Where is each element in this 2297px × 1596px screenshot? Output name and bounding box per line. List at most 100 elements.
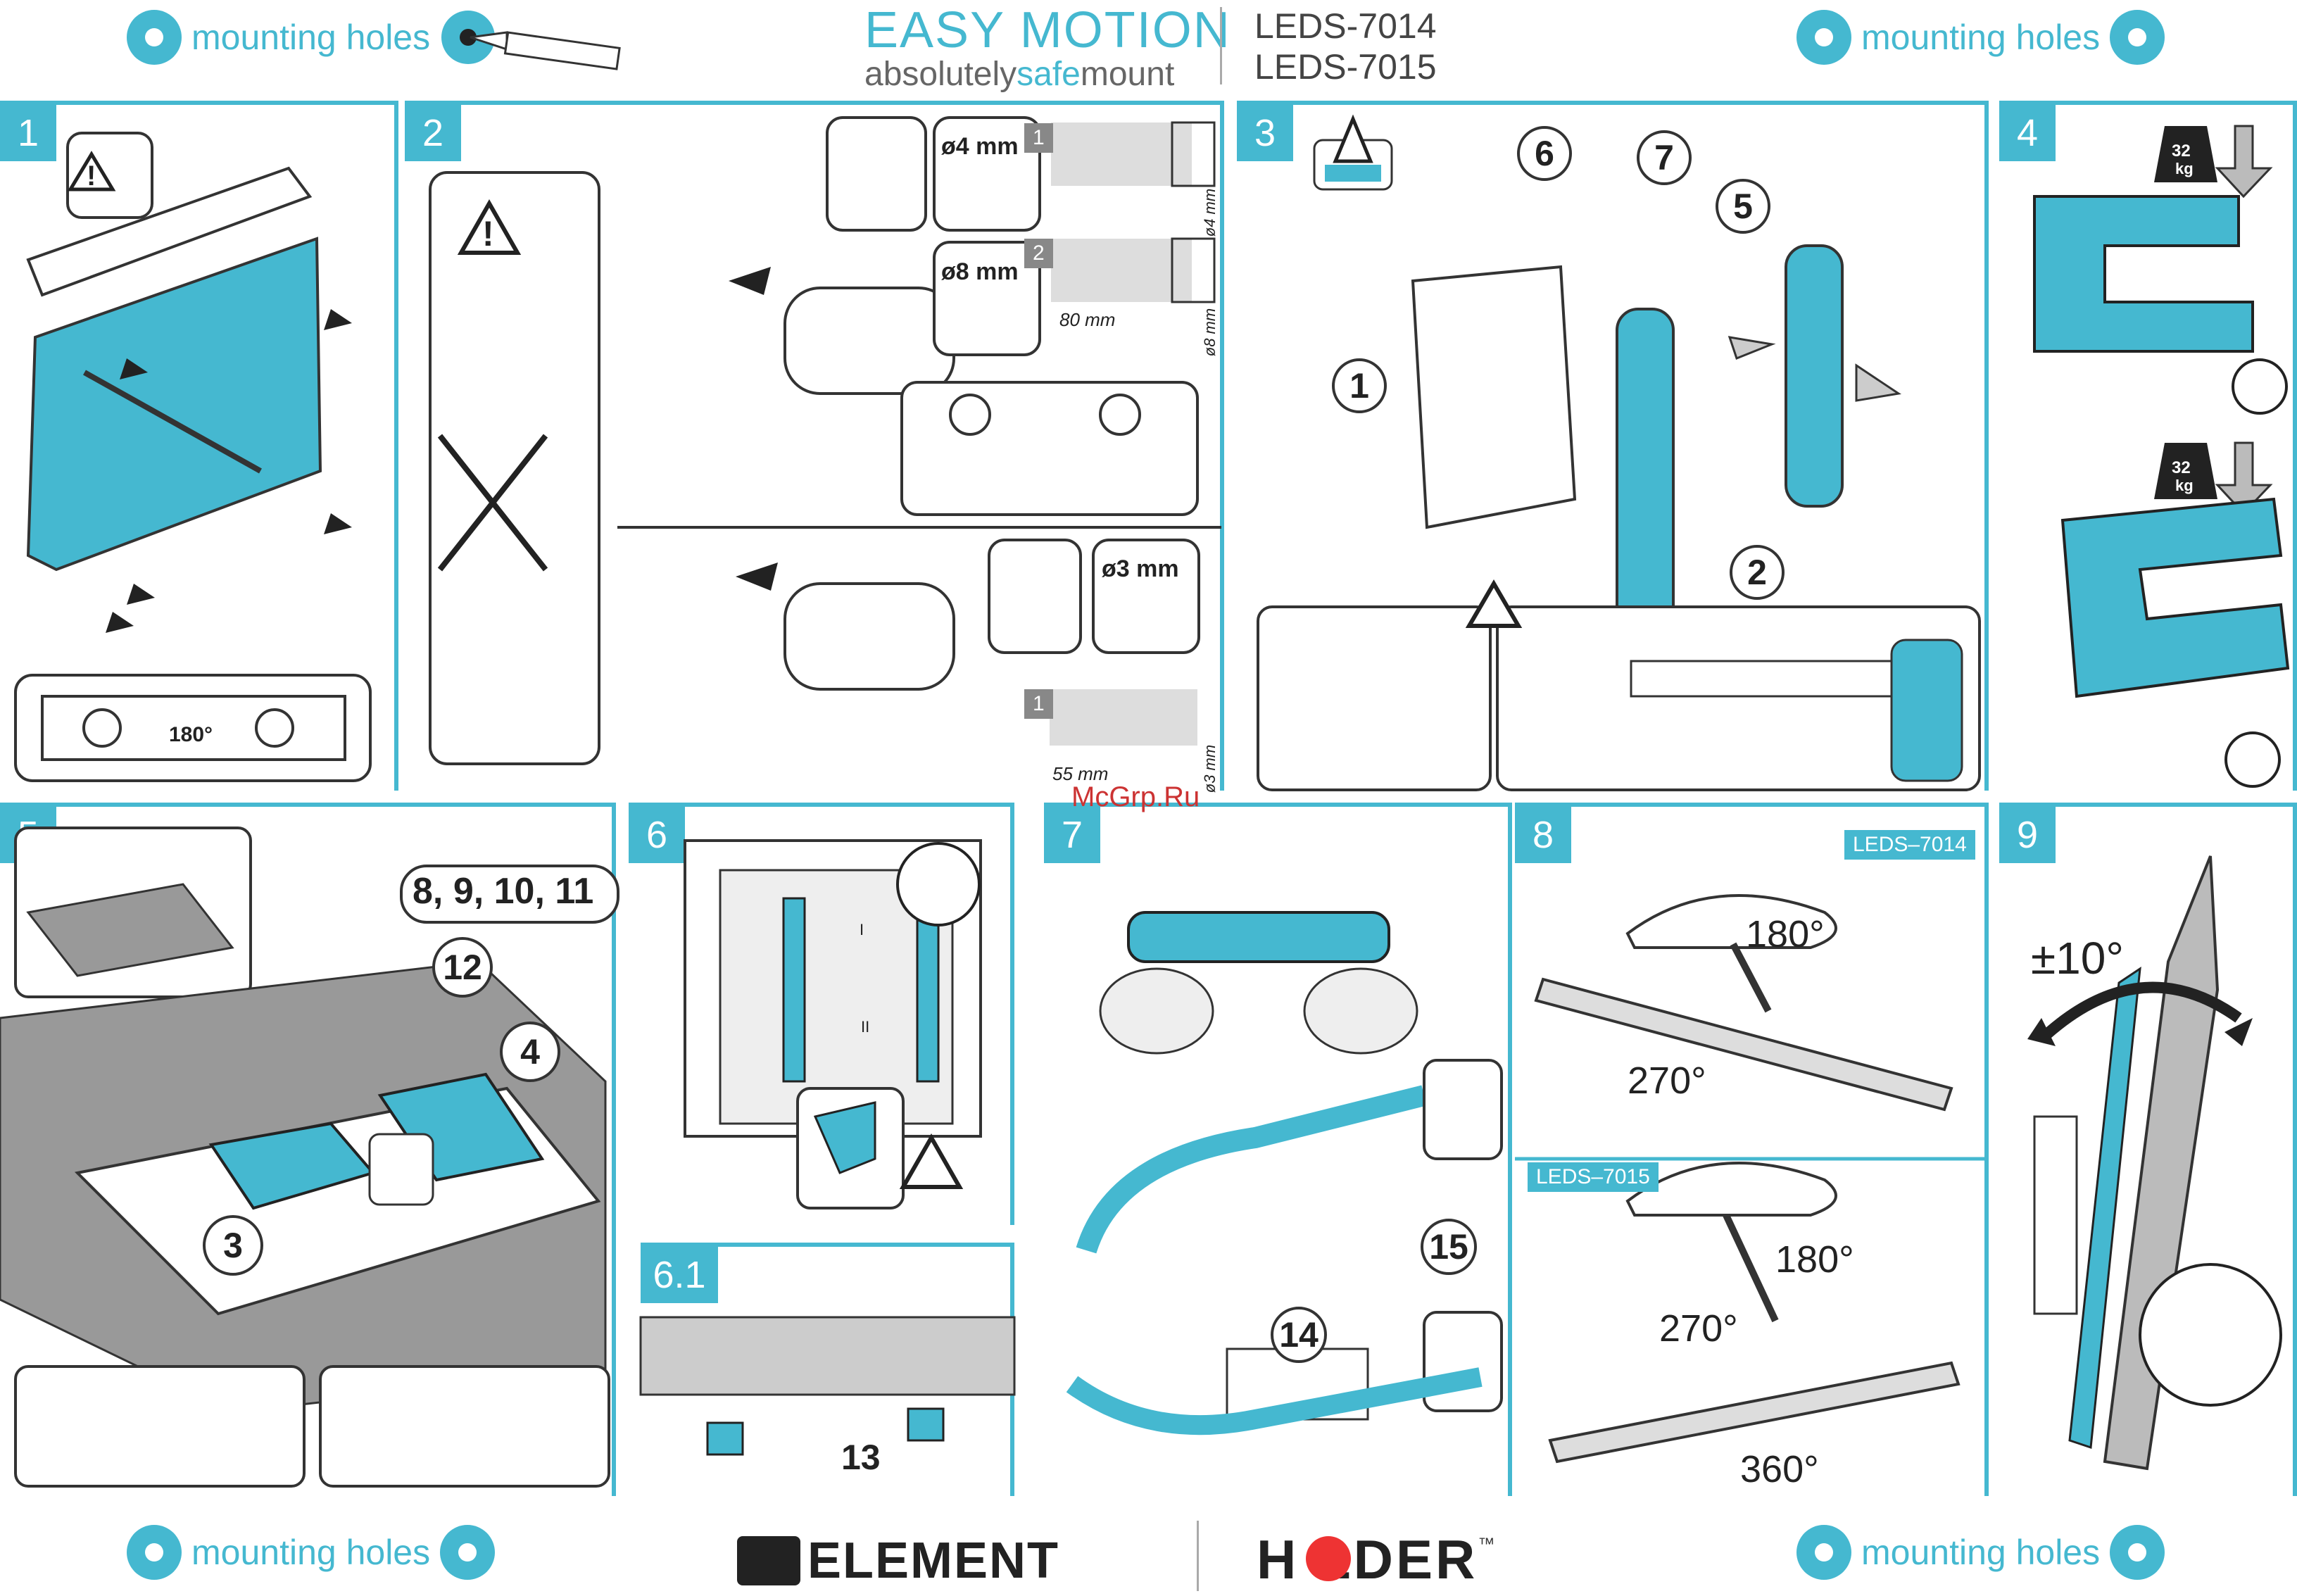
weight-value: 32 — [2172, 142, 2191, 161]
mounting-holes-label: mounting holes — [1861, 1533, 2101, 1572]
step-number: 9 — [1999, 807, 2056, 863]
step-number: 4 — [1999, 105, 2056, 161]
element-brand-text: ELEMENT — [807, 1533, 1060, 1589]
bracket-assembly-illustration — [1257, 114, 1981, 791]
step-number: 2 — [405, 105, 461, 161]
swivel-270-label-b: 270° — [1659, 1307, 1738, 1350]
diameter-3mm-label: ø3 mm — [1201, 744, 1219, 793]
hole-type-1b: 1 — [1024, 689, 1053, 719]
svg-text:!: ! — [87, 161, 96, 191]
depth-80mm-label: 80 mm — [1059, 309, 1116, 330]
panel-step-6-1: 6.1 13 — [639, 1243, 1016, 1496]
hole-dot-icon — [2110, 1525, 2165, 1580]
panel-step-7: 7 15 14 — [1044, 803, 1512, 1496]
part-3-callout: 3 — [203, 1215, 263, 1276]
watermark: McGrp.Ru — [1071, 781, 1200, 812]
part-5-callout: 5 — [1716, 179, 1770, 234]
product-subtitle: absolutelysafemount — [864, 55, 1174, 94]
holder-brand-text: H LDER — [1257, 1528, 1478, 1590]
wall-plate-illustration: ! — [14, 132, 372, 782]
diameter-4mm-label: ø4 mm — [1201, 188, 1219, 237]
diameter-8mm-label: ø8 mm — [1201, 308, 1219, 357]
mounting-holes-label: mounting holes — [191, 1533, 431, 1572]
holder-o-icon — [1306, 1536, 1351, 1581]
tilt-range-label: ±10° — [2031, 933, 2124, 984]
hole-type-1: 1 — [1024, 123, 1053, 153]
swivel-360-label: 360° — [1740, 1448, 1819, 1490]
product-title: EASY MOTION — [864, 2, 1231, 58]
element-logo-icon — [737, 1536, 800, 1585]
part-1-callout: 1 — [1332, 358, 1387, 413]
hook-step-II: II — [861, 1018, 870, 1036]
drill-8mm-label: ø8 mm — [941, 258, 1019, 285]
step-number: 8 — [1515, 807, 1571, 863]
swivel-range-illustration — [1515, 894, 1989, 1464]
weight-value-2: 32 — [2172, 458, 2191, 477]
model-tag-7014: LEDS–7014 — [1844, 830, 1975, 860]
model-2: LEDS-7015 — [1254, 47, 1437, 87]
parts-callout-box: 8, 9, 10, 11 — [400, 865, 619, 924]
drill-4mm-label: ø4 mm — [941, 133, 1019, 160]
drill-3mm-label: ø3 mm — [1102, 555, 1179, 582]
step-number: 6 — [629, 807, 685, 863]
hook-step-I: I — [860, 921, 864, 938]
panel-step-5: 5 8, 9, 10, 11 12 4 3 — [0, 803, 619, 1496]
hole-dot-icon — [440, 1525, 496, 1580]
parts-8-11-label: 8, 9, 10, 11 — [413, 871, 594, 912]
swivel-180-label: 180° — [1746, 913, 1825, 955]
tv-back-mounting-illustration — [0, 827, 610, 1488]
subtitle-part-c: mount — [1080, 56, 1175, 93]
panel-step-6: 6 I II — [629, 803, 1014, 1225]
mounting-holes-top-left: mounting holes — [127, 6, 440, 69]
rotation-180-label: 180° — [169, 723, 213, 746]
header-divider — [1220, 7, 1222, 84]
hole-dot-icon — [127, 10, 182, 65]
part-4-callout: 4 — [500, 1022, 560, 1082]
mounting-holes-label: mounting holes — [1861, 18, 2101, 57]
mounting-holes-bottom-left: mounting holes — [127, 1521, 496, 1584]
panel-step-1: 1 ! 180° — [0, 101, 398, 791]
part-13-label: 13 — [841, 1438, 881, 1477]
drilling-illustration: ! — [429, 116, 1221, 765]
panel-step-2: 2 ! ø4 mm ø8 mm ø3 mm 1 2 1 80 mm 55 mm … — [405, 101, 1224, 793]
mounting-holes-label: mounting holes — [191, 18, 431, 57]
depth-55mm-label: 55 mm — [1052, 763, 1109, 784]
step-number: 1 — [0, 105, 56, 161]
weight-unit-2: kg — [2175, 477, 2194, 494]
mounting-holes-bottom-right: mounting holes — [1796, 1521, 2165, 1584]
hole-type-2: 2 — [1024, 239, 1053, 268]
swivel-270-label: 270° — [1628, 1060, 1706, 1102]
lock-hook-illustration — [639, 1316, 1016, 1456]
load-test-illustration — [2033, 125, 2290, 788]
panel-step-8: 8 LEDS–7014 LEDS–7015 180° 270° 180° 270… — [1515, 803, 1989, 1496]
mounting-holes-top-right: mounting holes — [1796, 6, 2165, 69]
model-1: LEDS-7014 — [1254, 6, 1437, 46]
pencil-dot-icon — [436, 6, 627, 76]
panel-step-4: 4 32 kg 32 kg — [1999, 101, 2297, 791]
cable-management-illustration — [1066, 911, 1503, 1435]
part-2-callout: 2 — [1730, 545, 1785, 600]
subtitle-part-b: safe — [1017, 56, 1081, 93]
part-6-callout: 6 — [1517, 126, 1572, 181]
hole-dot-icon — [1796, 10, 1851, 65]
element-logo: ELEMENT — [737, 1529, 1059, 1592]
step-number: 7 — [1044, 807, 1100, 863]
weight-unit: kg — [2175, 160, 2194, 177]
footer-divider — [1197, 1521, 1199, 1591]
hole-dot-icon — [127, 1525, 182, 1580]
swivel-180-label-b: 180° — [1775, 1238, 1854, 1281]
holder-logo: H LDER ™ — [1257, 1528, 1494, 1591]
tv-hanging-illustration — [684, 839, 982, 1209]
model-tag-7015: LEDS–7015 — [1528, 1162, 1659, 1192]
subtitle-part-a: absolutely — [864, 56, 1017, 93]
step-number: 3 — [1237, 105, 1293, 161]
trademark-symbol: ™ — [1478, 1535, 1495, 1554]
tilt-illustration — [2027, 855, 2282, 1471]
part-12-callout: 12 — [432, 937, 493, 998]
part-14-callout: 14 — [1271, 1307, 1327, 1363]
hole-dot-icon — [1796, 1525, 1851, 1580]
panel-step-9: 9 ±10° — [1999, 803, 2297, 1496]
part-7-callout: 7 — [1637, 130, 1692, 185]
svg-text:!: ! — [482, 214, 494, 253]
panel-step-3: 3 6 7 5 1 2 — [1237, 101, 1989, 791]
